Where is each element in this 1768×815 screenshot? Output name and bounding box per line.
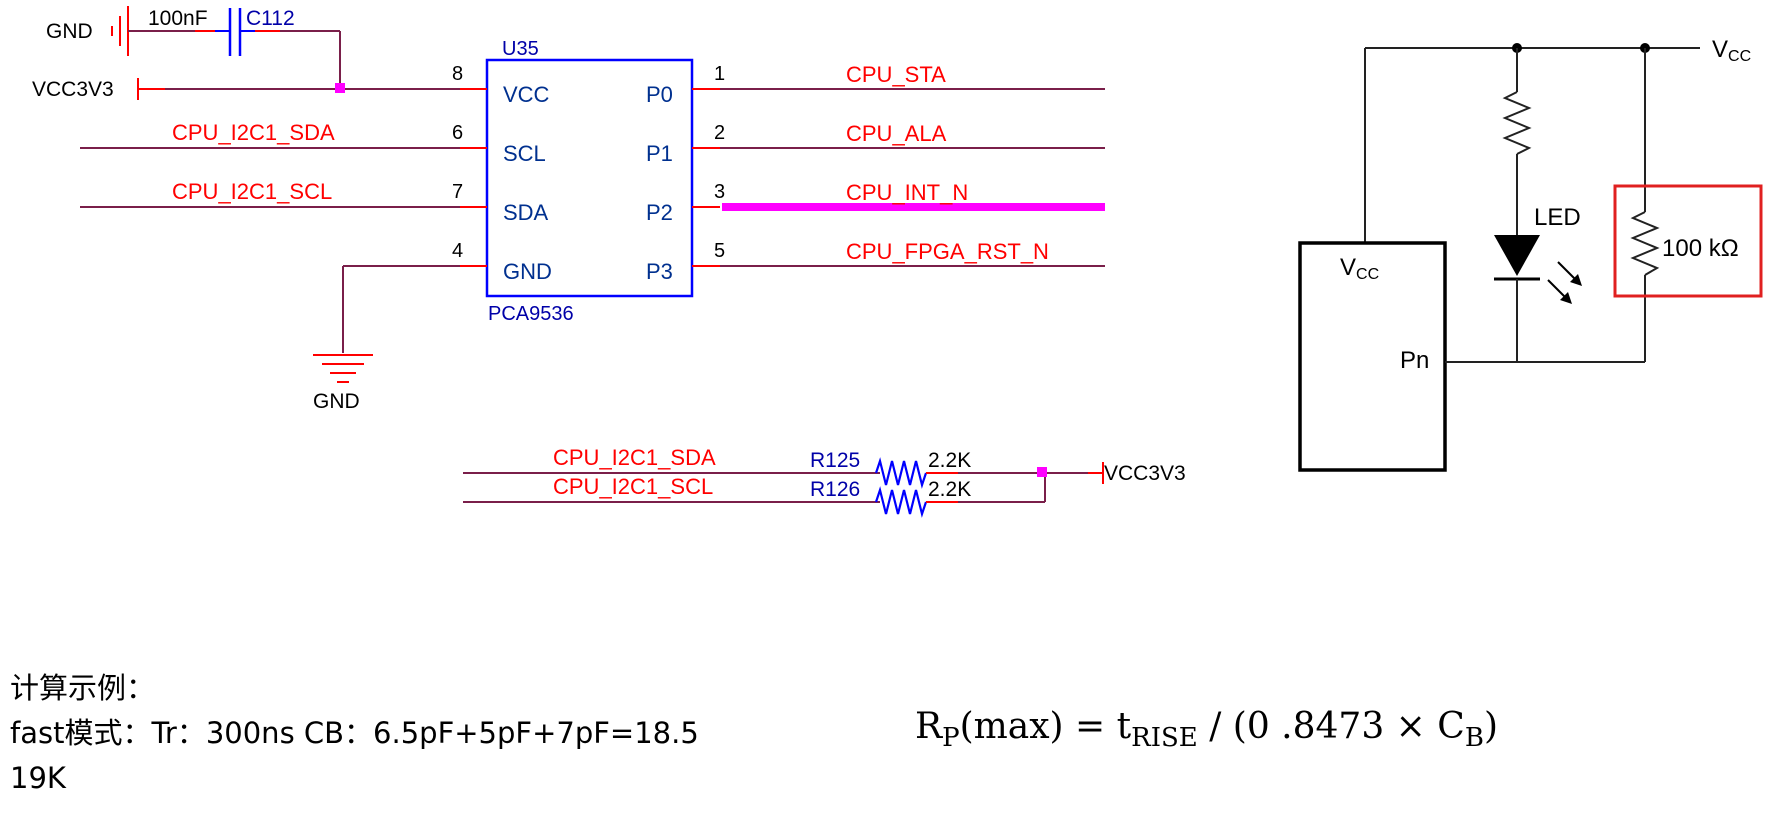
led-series-resistor — [1502, 91, 1532, 155]
note-line-2: fast模式：Tr：300ns CB：6.5pF+5pF+7pF=18.5 — [10, 716, 699, 750]
formula-rp: R — [915, 706, 943, 747]
pullup-resistors: CPU_I2C1_SDA CPU_I2C1_SCL R125 R126 2.2K… — [463, 445, 1186, 518]
net-label-cpu-sta: CPU_STA — [846, 62, 946, 87]
formula-rp-sub: P — [942, 723, 960, 753]
block-vcc-label: VCC — [1340, 254, 1379, 283]
pin-num-8: 8 — [452, 63, 463, 85]
pullup-value-r125: 2.2K — [928, 449, 971, 472]
mcu-block — [1298, 241, 1447, 472]
led-label: LED — [1534, 204, 1581, 231]
u35-right-pins: 1 2 3 5 P0 P1 P2 P3 — [646, 63, 725, 284]
net-label-i2c1-scl: CPU_I2C1_SCL — [172, 179, 332, 204]
pullup-supply-label: VCC3V3 — [1104, 462, 1186, 485]
pin-name-p3: P3 — [646, 259, 673, 284]
pin-name-p1: P1 — [646, 141, 673, 166]
pin-num-4: 4 — [452, 240, 463, 262]
junction-dot-pullup — [1037, 467, 1047, 477]
pin-num-3: 3 — [714, 181, 725, 203]
schematic-u35: GND 100nF C112 VCC3V3 — [32, 6, 1105, 413]
block-pin-label: Pn — [1400, 347, 1429, 374]
note-line-1: 计算示例： — [10, 671, 155, 705]
pullup-ref-r125: R125 — [810, 449, 860, 472]
cap-ref: C112 — [246, 7, 295, 30]
vcc-top-label-main: V — [1712, 36, 1728, 63]
vcc-supply-label: VCC3V3 — [32, 78, 114, 101]
note-line-3: 19K — [10, 761, 67, 795]
pin-name-sda: SDA — [503, 200, 549, 225]
junction-dot-vcc — [335, 83, 345, 93]
pullup-value-r126: 2.2K — [928, 478, 971, 501]
resistor-r125 — [874, 457, 928, 489]
u35-body — [485, 58, 694, 298]
vcc-top-label-sub: CC — [1728, 48, 1751, 65]
gnd-label: GND — [313, 390, 360, 413]
pin-name-scl: SCL — [503, 141, 546, 166]
right-nets: CPU_STA CPU_ALA CPU_INT_N CPU_FPGA_RST_N — [720, 62, 1105, 267]
pin-num-2: 2 — [714, 122, 725, 144]
resistor-r126 — [874, 486, 928, 518]
block-vcc-label-sub: CC — [1356, 266, 1379, 283]
formula-close: ) — [1484, 706, 1498, 747]
pullup-net-sda: CPU_I2C1_SDA — [553, 445, 716, 470]
capacitor-c112: GND 100nF C112 — [46, 6, 341, 87]
formula-cb-sub: B — [1465, 723, 1484, 753]
cap-gnd-label: GND — [46, 20, 93, 43]
resistor-highlight-box — [1613, 184, 1763, 298]
led-light-arrow-1 — [1557, 261, 1577, 281]
pullup-net-scl: CPU_I2C1_SCL — [553, 474, 713, 499]
u35-part: PCA9536 — [488, 303, 574, 325]
led-pullup-diagram: VCC VCC Pn LED 100 kΩ — [1298, 36, 1763, 472]
net-label-cpu-ala: CPU_ALA — [846, 121, 947, 146]
led-light-arrowhead-1 — [1570, 274, 1582, 286]
led-light-arrow-2 — [1547, 279, 1567, 299]
net-label-i2c1-sda: CPU_I2C1_SDA — [172, 120, 335, 145]
gnd-symbol-u35: GND — [313, 265, 460, 413]
formula-t-sub: RISE — [1131, 723, 1198, 753]
calc-notes: 计算示例： fast模式：Tr：300ns CB：6.5pF+5pF+7pF=1… — [10, 671, 699, 795]
net-label-cpu-fpga-rst-n: CPU_FPGA_RST_N — [846, 239, 1049, 264]
left-nets: CPU_I2C1_SDA CPU_I2C1_SCL — [80, 120, 460, 208]
pin-num-1: 1 — [714, 63, 725, 85]
cap-value: 100nF — [148, 7, 208, 30]
pin-name-gnd: GND — [503, 259, 552, 284]
formula-rest: / (0 .8473 × C — [1198, 706, 1465, 747]
resistor-100k-label: 100 kΩ — [1662, 235, 1739, 262]
led-diode-icon — [1494, 235, 1540, 276]
pin-name-p2: P2 — [646, 200, 673, 225]
u35-left-pins: 8 6 7 4 VCC SCL SDA GND — [452, 63, 552, 284]
pin-name-vcc: VCC — [503, 82, 550, 107]
pullup-ref-r126: R126 — [810, 478, 860, 501]
pin-num-5: 5 — [714, 240, 725, 262]
u35-ref: U35 — [502, 38, 539, 60]
led-light-arrowhead-2 — [1560, 292, 1572, 304]
pin-num-6: 6 — [452, 122, 463, 144]
pin-name-p0: P0 — [646, 82, 673, 107]
vcc-supply-u35: VCC3V3 — [32, 78, 460, 101]
pin-num-7: 7 — [452, 181, 463, 203]
formula-max: (max) = t — [960, 706, 1132, 747]
net-label-cpu-int-n: CPU_INT_N — [846, 180, 968, 205]
block-vcc-label-main: V — [1340, 254, 1356, 281]
rp-formula: RP(max) = tRISE / (0 .8473 × CB) — [915, 706, 1498, 753]
vcc-top-label: VCC — [1712, 36, 1751, 65]
pullup-100k-resistor — [1630, 211, 1660, 276]
